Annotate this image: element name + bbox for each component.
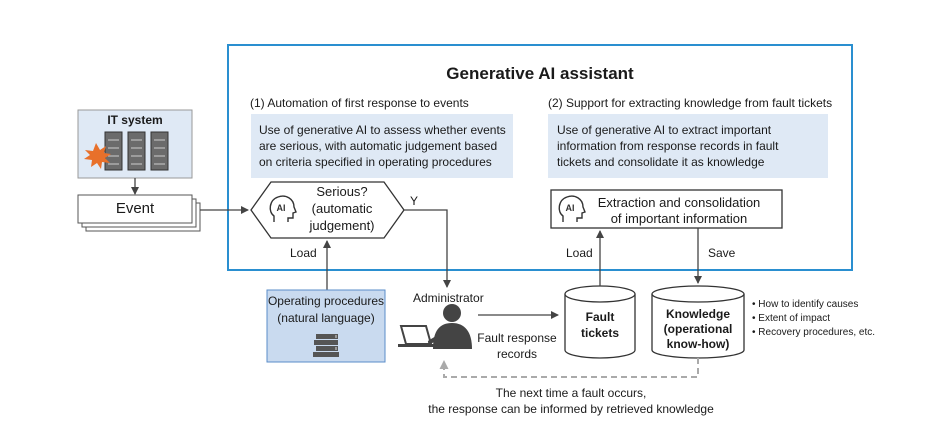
section1-desc-box <box>251 114 513 178</box>
section1-heading: (1) Automation of first response to even… <box>250 96 469 110</box>
footer-line: The next time a fault occurs, <box>495 386 647 400</box>
section1-desc-line: Use of generative AI to assess whether e… <box>259 123 506 137</box>
knowledge-item: • Extent of impact <box>752 313 830 324</box>
knowledge-item-text: Recovery procedures, etc. <box>758 327 875 338</box>
fault-tickets-line: Fault <box>585 310 615 324</box>
knowledge-item: • How to identify causes <box>752 299 859 310</box>
section2-desc-line: information from response records in fau… <box>557 139 779 153</box>
assistant-frame <box>227 44 853 271</box>
decision-line: judgement) <box>309 218 375 233</box>
knowledge-item-text: Extent of impact <box>758 313 830 324</box>
svg-text:AI: AI <box>566 203 575 213</box>
knowledge-line: know-how) <box>666 337 730 351</box>
decision-line: (automatic <box>311 201 373 216</box>
load-label-right: Load <box>566 246 593 260</box>
fault-tickets-cylinder <box>564 285 636 359</box>
page-title: Generative AI assistant <box>446 64 634 83</box>
fault-tickets-line: tickets <box>580 326 620 340</box>
event-box <box>77 194 193 224</box>
event-label: Event <box>115 200 155 217</box>
knowledge-item: • Recovery procedures, etc. <box>752 327 875 338</box>
extraction-line: Extraction and consolidation <box>597 195 761 210</box>
operating-procedures-line: (natural language) <box>277 311 375 325</box>
section2-desc-line: tickets and consolidate it as knowledge <box>557 155 765 169</box>
knowledge-line: (operational <box>663 322 733 336</box>
person-laptop-icon <box>398 304 472 349</box>
alert-burst-icon <box>84 143 111 169</box>
save-label: Save <box>708 246 736 260</box>
footer-line: the response can be informed by retrieve… <box>428 402 714 416</box>
it-system-label: IT system <box>107 113 163 127</box>
knowledge-line: Knowledge <box>665 307 730 321</box>
knowledge-item-text: How to identify causes <box>758 299 859 310</box>
ai-head-icon-extraction: AI <box>558 195 586 222</box>
extraction-box <box>550 189 783 229</box>
ai-head-icon-decision: AI <box>269 195 297 222</box>
feedback-arrow <box>439 358 699 378</box>
section2-desc-line: Use of generative AI to extract importan… <box>557 123 772 137</box>
yes-label: Y <box>410 194 419 208</box>
fault-response-records-line: Fault response <box>477 331 557 345</box>
section2-heading: (2) Support for extracting knowledge fro… <box>548 96 833 110</box>
books-icon <box>313 334 339 357</box>
decision-line: Serious? <box>316 184 368 199</box>
fault-response-records-line: records <box>496 347 537 361</box>
operating-procedures-line: Operating procedures <box>267 294 385 308</box>
extraction-line: of important information <box>610 211 748 226</box>
server-rack-icon <box>104 131 169 171</box>
section2-desc-box <box>548 114 828 178</box>
section1-desc-line: are serious, with automatic judgement ba… <box>259 139 498 153</box>
section1-desc-line: on criteria specified in operating proce… <box>259 155 492 169</box>
knowledge-cylinder <box>651 285 745 359</box>
load-label-left: Load <box>290 246 317 260</box>
administrator-label: Administrator <box>413 291 484 305</box>
svg-text:AI: AI <box>277 203 286 213</box>
